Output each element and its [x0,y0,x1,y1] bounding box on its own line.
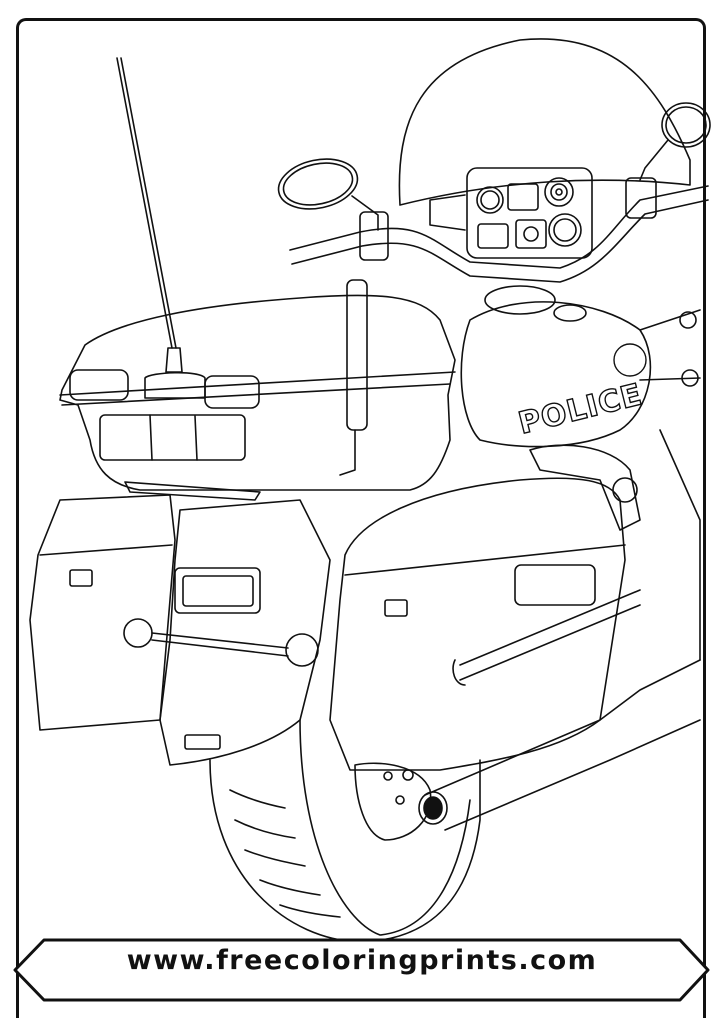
antenna [116,57,177,349]
right-mirror [661,102,711,148]
windshield [398,38,691,206]
tail-light [174,567,261,614]
top-case [59,294,456,491]
instrument-panel [466,167,593,259]
badge-icon [613,343,647,377]
handlebar [289,185,709,269]
brake-disc [354,762,432,841]
fuel-tank [460,301,652,448]
page-border [16,18,706,1018]
footer-url[interactable]: www.freecoloringprints.com [126,945,598,976]
saddlebag-right [329,477,626,771]
engine [529,444,641,531]
left-mirror [277,158,359,210]
saddlebag-left [29,494,176,731]
rear-fender [159,499,331,766]
exhaust-pipe [424,659,701,831]
